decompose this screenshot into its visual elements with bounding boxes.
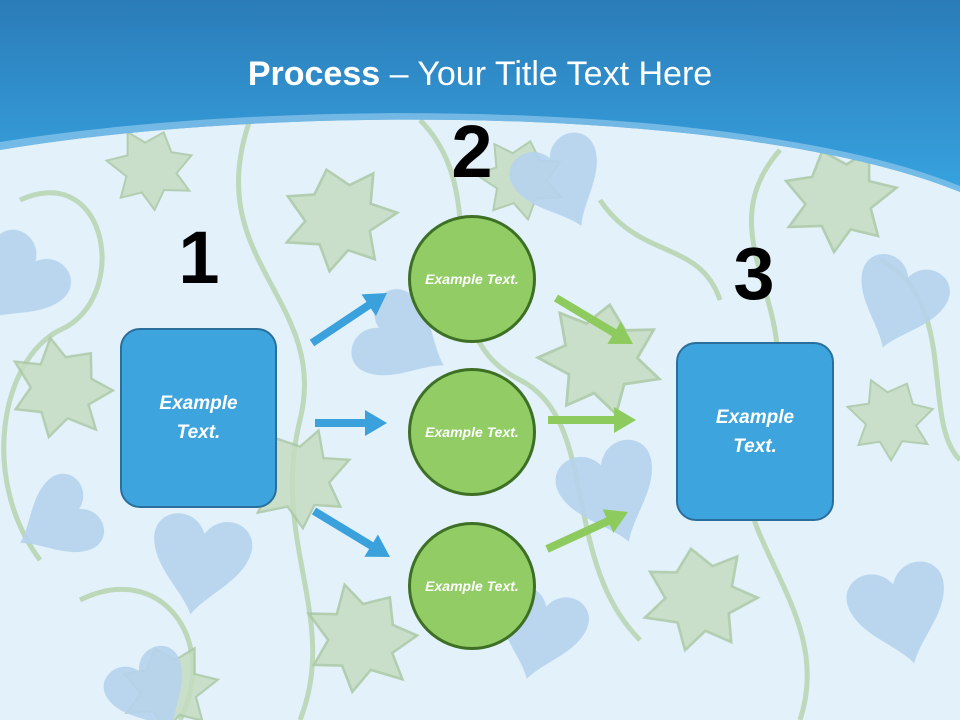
step-3-label: Example Text. xyxy=(715,406,795,457)
step-number-3: 3 xyxy=(733,232,775,315)
title-rest: – Your Title Text Here xyxy=(380,55,713,93)
header-highlight xyxy=(0,113,960,192)
step-2-circle-3: Example Text. xyxy=(408,522,536,650)
step-2-label-3: Example Text. xyxy=(425,577,519,594)
step-2-circle-1: Example Text. xyxy=(408,215,536,343)
arrow-1-to-2b xyxy=(315,410,387,436)
step-2-label-2: Example Text. xyxy=(425,423,519,440)
step-1-label: Example Text. xyxy=(159,393,238,443)
header-band xyxy=(0,0,960,192)
arrow-2c-to-3 xyxy=(545,509,628,553)
step-3-box: Example Text. xyxy=(676,342,834,521)
step-2-circle-2: Example Text. xyxy=(408,368,536,496)
arrow-1-to-2c xyxy=(311,507,390,557)
step-1-box: Example Text. xyxy=(120,328,277,508)
title-bold: Process xyxy=(247,55,381,93)
step-2-label-1: Example Text. xyxy=(425,270,519,287)
step-number-2: 2 xyxy=(451,110,493,193)
arrow-2a-to-3 xyxy=(553,294,633,344)
step-number-1: 1 xyxy=(178,216,220,299)
slide-title: Process – Your Title Text Here xyxy=(0,52,960,96)
arrow-2b-to-3 xyxy=(548,407,636,433)
arrow-1-to-2a xyxy=(309,293,387,347)
